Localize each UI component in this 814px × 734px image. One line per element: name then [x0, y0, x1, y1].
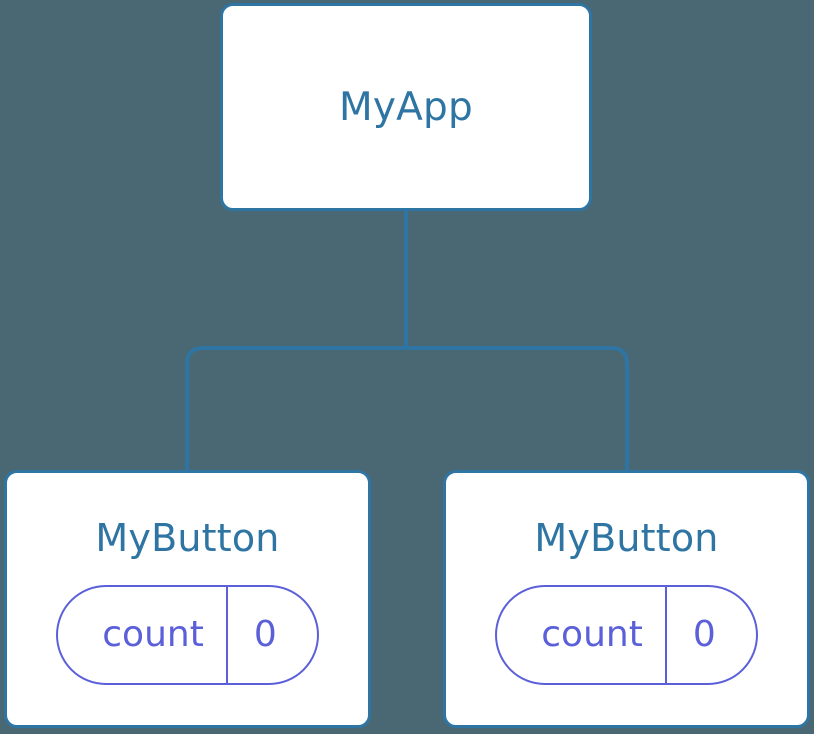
node-label-right: MyButton	[534, 516, 719, 560]
node-myapp[interactable]: MyApp	[220, 3, 592, 211]
state-key-left: count	[102, 614, 204, 655]
state-pill-left[interactable]: count 0	[56, 585, 319, 685]
node-label-left: MyButton	[95, 516, 280, 560]
edge-branch-bus	[185, 346, 629, 471]
state-value-right: 0	[692, 614, 716, 655]
state-divider-right	[664, 587, 667, 683]
state-value-left: 0	[253, 614, 277, 655]
state-pill-right[interactable]: count 0	[495, 585, 758, 685]
state-divider-left	[225, 587, 228, 683]
node-label-root: MyApp	[339, 84, 473, 130]
node-mybutton-right[interactable]: MyButton count 0	[443, 470, 810, 728]
node-mybutton-left[interactable]: MyButton count 0	[4, 470, 371, 728]
state-key-right: count	[541, 614, 643, 655]
